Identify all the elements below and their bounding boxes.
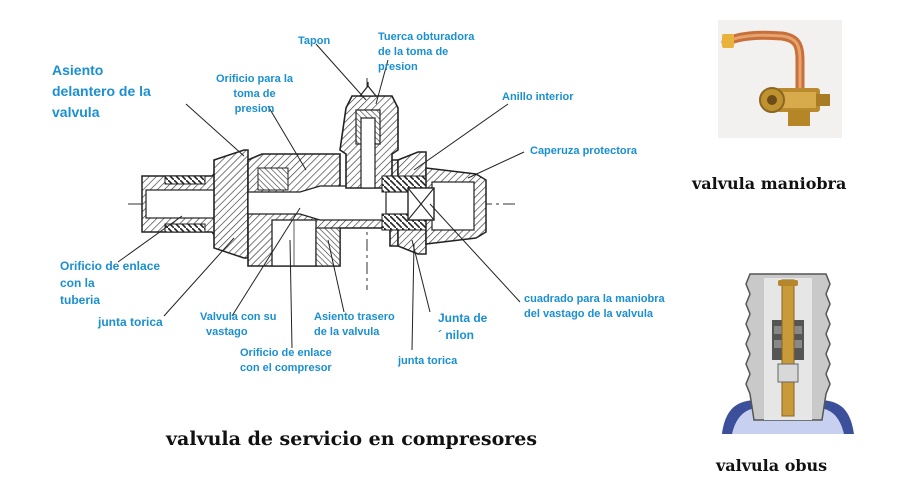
caption-obus: valvula obus [716,456,828,475]
label-asiento-trasero: Asiento trasero de la valvula [314,311,395,338]
label-tuerca-obturadora: Tuerca obturadora de la toma de presion [378,31,475,73]
label-valvula-vastago: Valvula con su vastago [200,311,277,338]
label-junta-torica-left: junta torica [98,315,163,329]
label-orificio-compresor: Orificio de enlace con el compresor [240,347,332,374]
label-junta-nilon: Junta de ´ nilon [438,311,488,342]
maniobra-valve-photo [718,20,842,138]
label-caperuza-protectora: Caperuza protectora [530,145,637,157]
label-cuadrado-maniobra: cuadrado para la maniobra del vastago de… [524,293,665,320]
right-stem-assembly [381,151,487,255]
label-junta-torica-bottom: junta torica [398,355,458,367]
leader-lines [117,43,525,351]
caption-maniobra: valvula maniobra [692,174,847,193]
valve-body [247,153,399,267]
label-orificio-enlace-tuberia: Orificio de enlace con la tuberia [60,259,161,307]
pressure-port [339,82,399,189]
left-fitting [141,149,249,259]
label-tapon: Tapon [298,35,331,47]
label-anillo-interior: Anillo interior [502,91,574,103]
obus-valve-photo [718,270,858,434]
caption-main: valvula de servicio en compresores [166,428,538,450]
label-asiento-delantero: Asiento delantero de la valvula [52,62,151,120]
label-orificio-toma-presion: Orificio para la toma de presion [216,73,294,115]
